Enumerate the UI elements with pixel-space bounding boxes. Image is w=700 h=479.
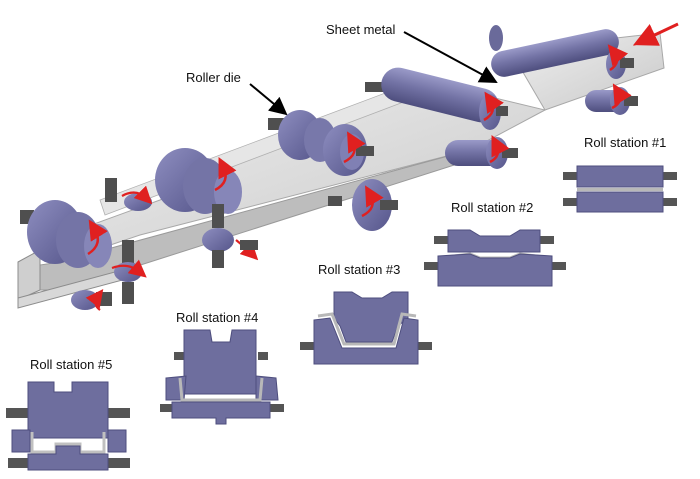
roll-station-4-label: Roll station #4: [176, 310, 259, 325]
roll-station-1-label: Roll station #1: [584, 135, 667, 150]
roller-station-5: [20, 200, 147, 311]
feed-direction-arrow: [633, 22, 679, 46]
roll-station-3-label: Roll station #3: [318, 262, 401, 277]
roller-station-2: [365, 67, 518, 169]
sheet-metal-label: Sheet metal: [326, 22, 396, 37]
cross-section-station-1: [563, 165, 677, 213]
roller-die-label: Roller die: [186, 70, 241, 85]
roll-station-2-label: Roll station #2: [451, 200, 534, 215]
roller-station-3: [268, 110, 398, 231]
sheet-metal-leader: [403, 31, 498, 83]
cross-section-station-3: [300, 291, 432, 365]
cross-section-station-2: [424, 229, 566, 287]
cross-section-station-5: [6, 381, 130, 471]
roller-station-1: [489, 25, 638, 115]
roll-station-5-label: Roll station #5: [30, 357, 113, 372]
roller-die-leader: [249, 83, 288, 116]
cross-section-station-4: [160, 329, 284, 425]
roller-station-4: [105, 148, 259, 268]
